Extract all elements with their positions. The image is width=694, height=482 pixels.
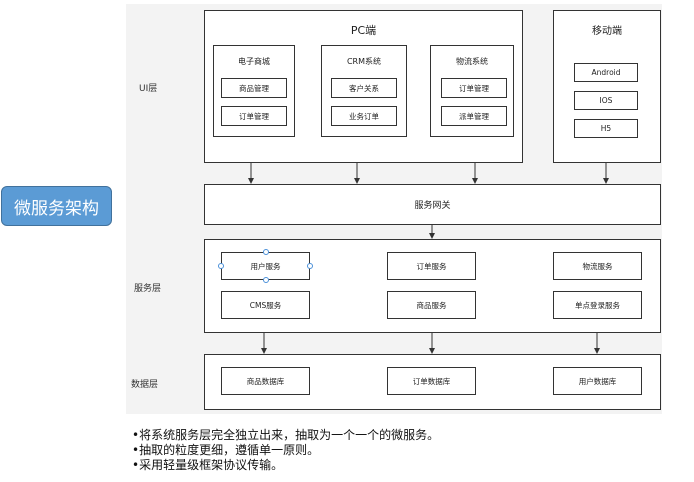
service-order: 订单服务 — [387, 252, 476, 280]
notes-list: •将系统服务层完全独立出来，抽取为一个一个的微服务。 •抽取的粒度更细，遵循单一… — [132, 428, 439, 473]
logistics-item: 派单管理 — [441, 106, 507, 126]
service-sso: 单点登录服务 — [553, 291, 642, 319]
crm-group-title: CRM系统 — [346, 57, 382, 66]
mobile-item-h5: H5 — [574, 119, 638, 138]
ecommerce-item: 订单管理 — [221, 106, 287, 126]
selection-handle[interactable] — [218, 263, 224, 269]
service-gateway: 服务网关 — [204, 184, 661, 225]
ecommerce-group-title: 电子商城 — [238, 57, 270, 66]
mobile-client-title: 移动端 — [592, 26, 622, 37]
selection-handle[interactable] — [307, 263, 313, 269]
service-logistics: 物流服务 — [553, 252, 642, 280]
microservice-architecture-badge: 微服务架构 — [1, 186, 112, 226]
db-order: 订单数据库 — [387, 367, 476, 395]
note-item: •将系统服务层完全独立出来，抽取为一个一个的微服务。 — [132, 428, 440, 442]
selection-handle[interactable] — [263, 249, 269, 255]
service-cms: CMS服务 — [221, 291, 310, 319]
layer-label-data: 数据层 — [131, 380, 159, 390]
db-user: 用户数据库 — [553, 367, 642, 395]
selection-handle[interactable] — [263, 277, 269, 283]
pc-client-title: PC端 — [350, 24, 377, 37]
layer-label-service: 服务层 — [134, 284, 162, 294]
crm-item: 客户关系 — [331, 78, 397, 98]
db-product: 商品数据库 — [221, 367, 310, 395]
mobile-item-ios: IOS — [574, 91, 638, 110]
crm-item: 业务订单 — [331, 106, 397, 126]
ecommerce-item: 商品管理 — [221, 78, 287, 98]
layer-label-ui: UI层 — [139, 84, 158, 94]
mobile-item-android: Android — [574, 63, 638, 82]
logistics-group-title: 物流系统 — [456, 57, 488, 66]
logistics-item: 订单管理 — [441, 78, 507, 98]
note-item: •采用轻量级框架协议传输。 — [132, 458, 284, 472]
service-product: 商品服务 — [387, 291, 476, 319]
note-item: •抽取的粒度更细，遵循单一原则。 — [132, 443, 320, 457]
